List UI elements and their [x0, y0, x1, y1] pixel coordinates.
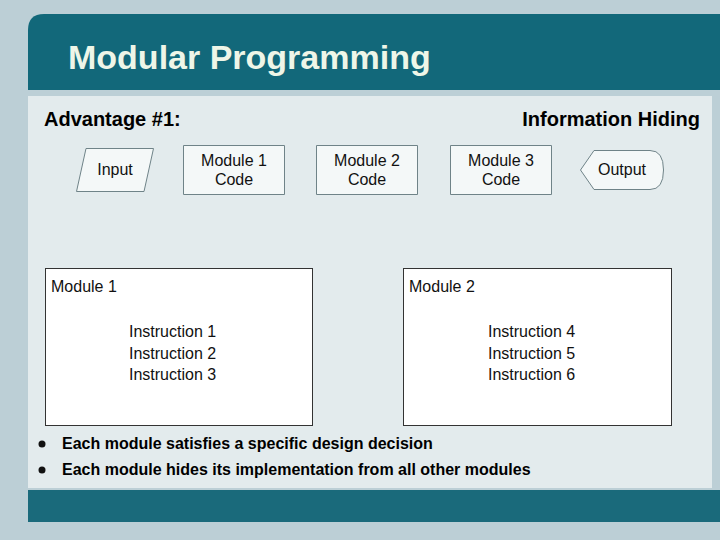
node-text: Module 1 — [51, 276, 117, 298]
bullet-dot — [39, 441, 46, 448]
node-body: Instruction 1 Instruction 2 Instruction … — [129, 321, 233, 386]
process-box: Module 2 Code — [316, 145, 418, 195]
module-box: Module 2 Instruction 4 Instruction 5 Inst… — [403, 268, 672, 426]
shape-path — [581, 151, 664, 190]
node-text: Module 3 Code — [458, 151, 544, 189]
shape-path — [77, 149, 154, 192]
node-text: Module 2 — [409, 276, 475, 298]
footer-bar — [28, 490, 720, 522]
bullet-text: Each module hides its implementation fro… — [62, 461, 531, 479]
output-shape: Output — [580, 150, 664, 190]
bullet-dot — [39, 467, 46, 474]
header-bar — [28, 14, 720, 90]
node-text: Module 1 Code — [191, 151, 277, 189]
input-shape: Input — [76, 148, 154, 192]
content-panel — [28, 96, 712, 488]
node-text: Module 2 Code — [324, 151, 410, 189]
shape-path — [451, 146, 552, 195]
process-box: Module 1 Code — [183, 145, 285, 195]
topic-heading: Information Hiding — [522, 108, 700, 131]
module-box: Module 1 Instruction 1 Instruction 2 Inst… — [45, 268, 313, 426]
slide-title: Modular Programming — [68, 38, 431, 77]
shape-path — [184, 146, 285, 195]
bullet-text: Each module satisfies a specific design … — [62, 435, 433, 453]
node-body: Instruction 4 Instruction 5 Instruction … — [488, 321, 592, 386]
node-text: Output — [598, 160, 646, 179]
shape-path — [317, 146, 418, 195]
process-box: Module 3 Code — [450, 145, 552, 195]
node-text: Input — [97, 160, 133, 179]
advantage-heading: Advantage #1: — [44, 108, 181, 131]
